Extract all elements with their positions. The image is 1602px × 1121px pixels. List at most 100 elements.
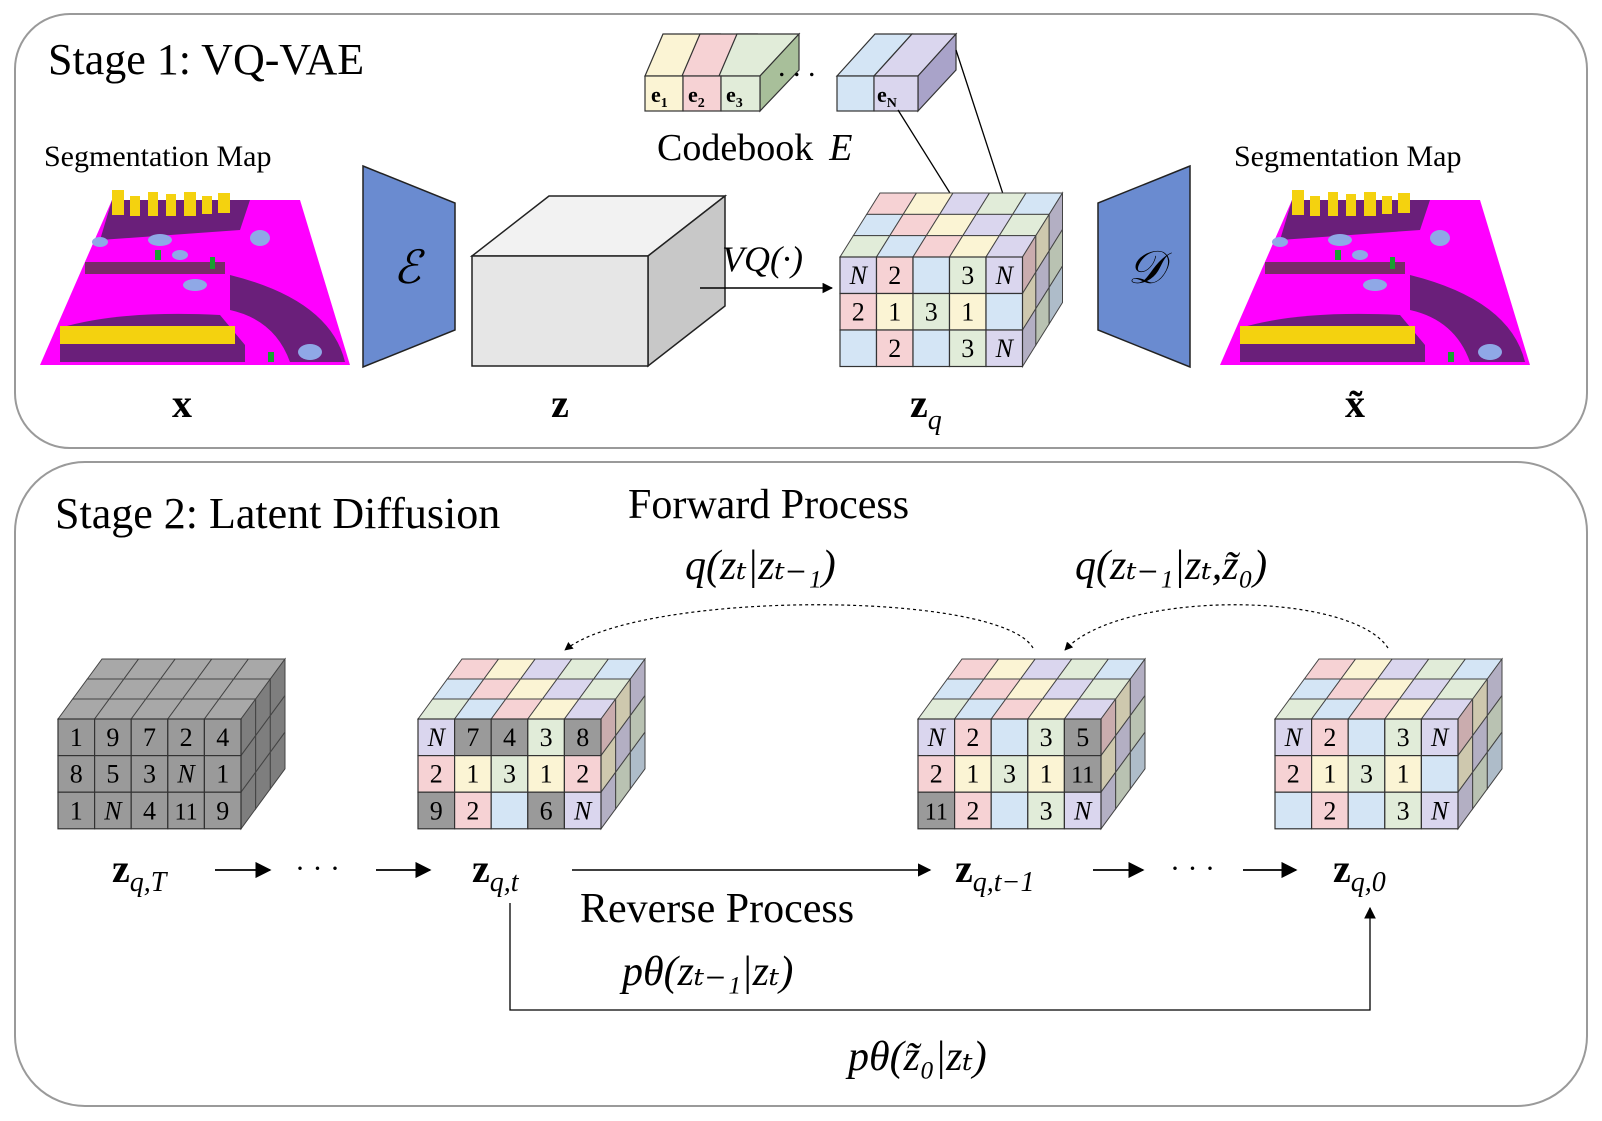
cube-cell-value: 3 <box>961 334 974 363</box>
cube-front-cell <box>953 791 992 830</box>
cube-front-cell <box>985 256 1024 295</box>
cube-cell-value: 2 <box>930 760 943 789</box>
vq-label: VQ(·) <box>722 239 803 279</box>
cube-cell-value: 3 <box>1040 796 1053 825</box>
codebook-entry-3: e3 <box>726 82 743 111</box>
cube-front-cell <box>912 329 951 368</box>
cube-side-cell <box>1048 264 1063 326</box>
label-zq0: zq,0 <box>1333 846 1386 898</box>
cube-front-cell <box>490 791 529 830</box>
x-label: x <box>172 381 192 426</box>
encoder-block: ℰ <box>362 164 456 369</box>
cube-front-cell <box>839 292 878 331</box>
cube-front-cell <box>1274 791 1313 830</box>
codebook-entries <box>644 32 958 113</box>
stage2-title: Stage 2: Latent Diffusion <box>55 489 500 538</box>
cube-cell-value: 3 <box>1040 723 1053 752</box>
cube-cell-value: 9 <box>106 723 119 752</box>
cube-front-cell <box>1384 754 1423 793</box>
cube-cell-value: 1 <box>1323 760 1336 789</box>
cube-front-cell <box>527 791 565 830</box>
reverse-formula: pθ(zₜ₋₁|zₜ) <box>619 949 793 995</box>
cube-cell-value: 3 <box>961 261 974 290</box>
cube-cell-value: 1 <box>216 760 229 789</box>
cube-cell-value: 6 <box>540 796 553 825</box>
cube-front-cell <box>1274 754 1313 793</box>
cube-front-cell <box>1420 791 1459 830</box>
cube-cell-value: 4 <box>503 723 516 752</box>
input-segmentation-map <box>40 190 350 365</box>
cube-front-cell <box>912 256 951 295</box>
cube-side-cell <box>269 730 286 791</box>
cube-cell-value: 3 <box>925 298 938 327</box>
cube-front-cell <box>953 718 992 757</box>
cube-cell-value: N <box>176 760 196 789</box>
cube-cell-value: 3 <box>1003 760 1016 789</box>
posterior-formula: q(zₜ₋₁|zₜ,z̃₀) <box>1075 543 1267 589</box>
chain-ellipsis: · · · <box>295 852 340 885</box>
cube-cell-value: N <box>1284 723 1304 752</box>
cube-front-cell <box>1310 754 1349 793</box>
cube-cell-value: 2 <box>1323 723 1336 752</box>
cube-front-cell <box>490 754 529 793</box>
cube-cell-value: 3 <box>540 723 553 752</box>
cube-cell-value: 2 <box>1287 760 1300 789</box>
output-map-label: Segmentation Map <box>1234 140 1461 173</box>
cube-cell-value: N <box>103 796 123 825</box>
cube-front-cell <box>563 754 602 793</box>
cube-cell-value: 3 <box>1360 760 1373 789</box>
cube-front-cell <box>563 791 602 830</box>
chain-ellipsis: · · · <box>1170 852 1215 885</box>
cube-cell-value: 1 <box>70 796 83 825</box>
cube-front-cell <box>93 754 132 793</box>
cube-cell-value: 3 <box>1397 723 1410 752</box>
cube-cell-value: 1 <box>540 760 553 789</box>
output-segmentation-map <box>1220 190 1530 365</box>
cube-cell-value: 4 <box>143 796 156 825</box>
cube-front-cell <box>454 791 492 830</box>
cube-front-cell <box>454 718 492 757</box>
cube-side-cell <box>629 730 646 791</box>
xhat-label: x̃ <box>1345 381 1365 426</box>
cube-front-cell <box>985 292 1024 331</box>
cube-front-cell <box>1063 718 1102 757</box>
cube-cell-value: 2 <box>466 796 479 825</box>
cube-front-cell <box>1384 718 1423 757</box>
label-zqt: zq,t <box>472 846 520 898</box>
cube-front-cell <box>875 329 914 368</box>
cube-front-cell <box>57 718 96 757</box>
cube-cell-value: N <box>927 723 947 752</box>
z-label: z <box>551 381 569 426</box>
cube-cell-value: 3 <box>143 760 156 789</box>
cube-front-cell <box>490 718 529 757</box>
cube-cell-value: 2 <box>1323 796 1336 825</box>
codebook-entry-N: eN <box>877 82 897 111</box>
forward-arc <box>564 604 1034 651</box>
reverse-title: Reverse Process <box>580 886 854 932</box>
cube-cell-value: 11 <box>175 799 198 825</box>
decoder-block: 𝒟 <box>1097 164 1191 369</box>
cube-cell-value: N <box>1073 796 1093 825</box>
cube-front-cell <box>1420 718 1459 757</box>
cube-front-cell <box>1310 791 1349 830</box>
codebook-entry-1: e1 <box>651 82 668 111</box>
cube-cell-value: N <box>995 334 1015 363</box>
cube-cell-value: N <box>427 723 447 752</box>
cube-front-cell <box>417 754 456 793</box>
codebook-ellipsis: . . . <box>778 50 816 83</box>
cube-front-cell <box>1420 754 1459 793</box>
cube-cell-value: 1 <box>961 298 974 327</box>
cube-cell-value: 8 <box>576 723 589 752</box>
cube-front-cell <box>1384 791 1423 830</box>
cube-front-cell <box>985 329 1024 368</box>
cube-cell-value: 2 <box>430 760 443 789</box>
forward-title: Forward Process <box>628 482 909 528</box>
cube-front-cell <box>203 791 242 830</box>
cube-cell-value: 3 <box>503 760 516 789</box>
cube-front-cell <box>203 718 242 757</box>
cube-front-cell <box>563 718 602 757</box>
cube-cell-value: 2 <box>966 796 979 825</box>
